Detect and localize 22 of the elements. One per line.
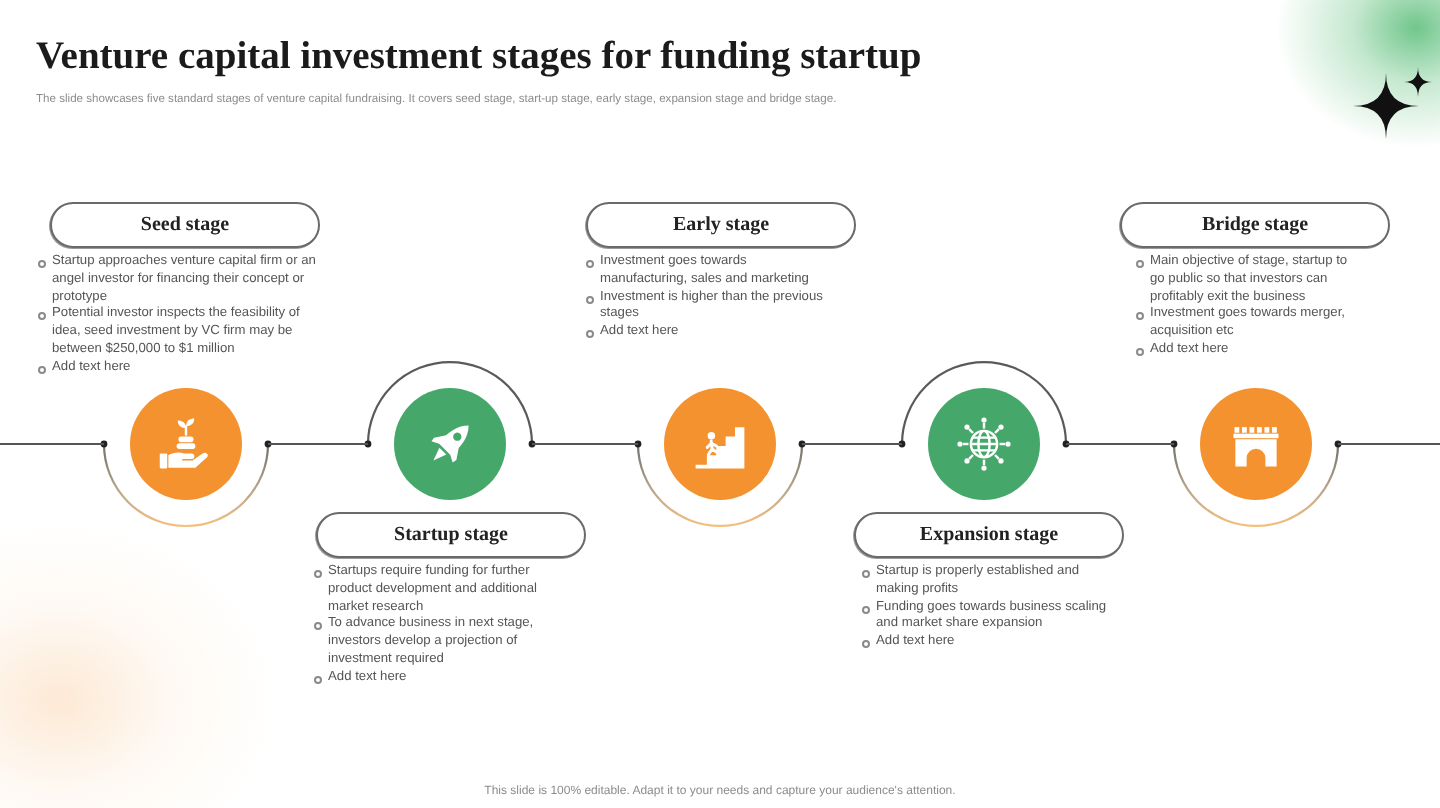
stage-title: Bridge stage bbox=[1201, 213, 1309, 237]
stage-pill bbox=[50, 202, 320, 248]
stage-pill bbox=[316, 512, 586, 558]
stage-circle bbox=[928, 388, 1040, 500]
timeline-line bbox=[801, 443, 903, 445]
stage-title: Startup stage bbox=[394, 523, 508, 547]
stage-circle bbox=[394, 388, 506, 500]
slide-title: Venture capital investment stages for funding startup bbox=[36, 34, 922, 82]
timeline-line bbox=[1065, 443, 1175, 445]
timeline-line bbox=[267, 443, 369, 445]
stage-title: Early stage bbox=[672, 213, 770, 237]
timeline-line bbox=[1337, 443, 1440, 445]
stage-circle bbox=[1200, 388, 1312, 500]
stage-pill bbox=[586, 202, 856, 248]
stage-pill bbox=[854, 512, 1124, 558]
stage-title: Seed stage bbox=[140, 213, 230, 237]
stage-circle bbox=[130, 388, 242, 500]
timeline-line bbox=[531, 443, 639, 445]
stage-pill bbox=[1120, 202, 1390, 248]
timeline-line bbox=[0, 443, 105, 445]
stage-circle bbox=[664, 388, 776, 500]
stage-title: Expansion stage bbox=[919, 523, 1059, 547]
